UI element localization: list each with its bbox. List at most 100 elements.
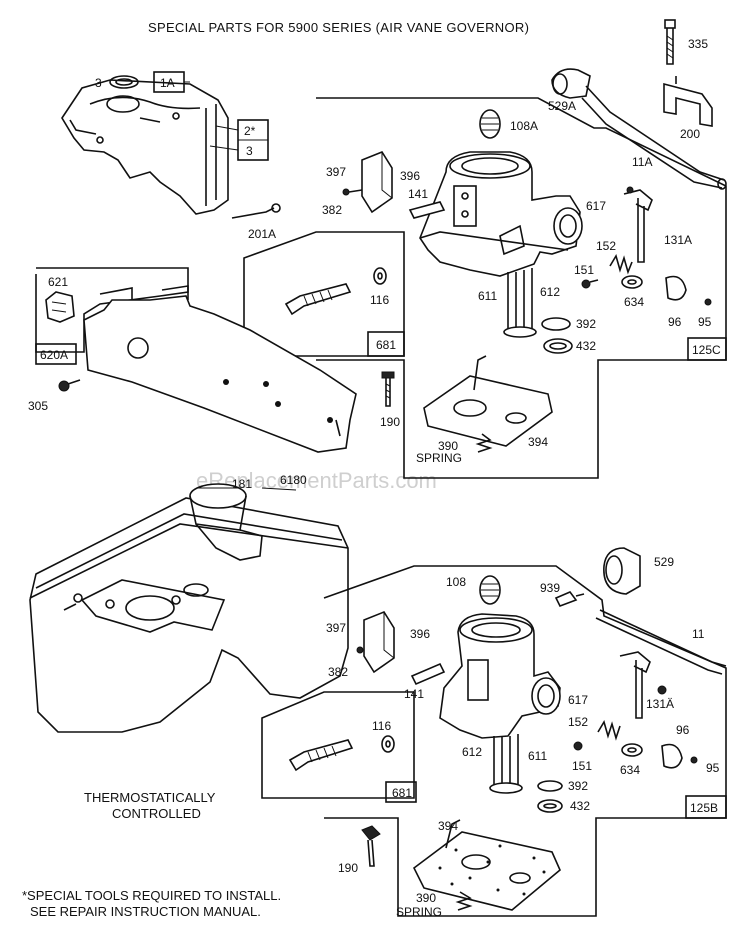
- callout-95-top: 95: [698, 315, 712, 329]
- carburetor-top-assembly: [419, 151, 583, 277]
- callout-152-bottom: 152: [568, 715, 588, 729]
- callout-201a: 201A: [248, 227, 276, 241]
- callout-125c: 125C: [692, 343, 721, 357]
- fuel-filler-181: [189, 483, 263, 561]
- callout-200: 200: [680, 127, 700, 141]
- assembly-681-boundary-bottom: [261, 691, 415, 799]
- callout-681-bottom: 681: [392, 786, 412, 800]
- elbow-part-529a: [551, 68, 591, 99]
- tube-part-11: [595, 609, 727, 675]
- callout-390-top: 390: [438, 439, 458, 453]
- screw-190-top: [381, 371, 395, 407]
- screw-95-bottom: [690, 756, 698, 764]
- callout-396-bottom: 396: [410, 627, 430, 641]
- assembly-620a-boundary: [35, 267, 189, 353]
- callout-335: 335: [688, 37, 708, 51]
- callout-612-top: 612: [540, 285, 560, 299]
- plate-96-top: [665, 275, 687, 301]
- callout-397-top: 397: [326, 165, 346, 179]
- choke-plate-108a: [479, 109, 501, 139]
- seals-392-432-bottom: [537, 780, 563, 813]
- note-repair-manual: SEE REPAIR INSTRUCTION MANUAL.: [30, 904, 261, 919]
- callout-394-top: 394: [528, 435, 548, 449]
- spring-390-top: [475, 433, 493, 453]
- callout-396-top: 396: [400, 169, 420, 183]
- callout-190-top: 190: [380, 415, 400, 429]
- callout-390-bottom: 390: [416, 891, 436, 905]
- callout-116-top: 116: [370, 293, 389, 307]
- callout-392-top: 392: [576, 317, 596, 331]
- callout-1a: 1A: [160, 76, 175, 90]
- seals-392-432-top: [541, 317, 573, 354]
- governor-link-621: [45, 291, 75, 323]
- pipes-611-612-top: [503, 268, 537, 338]
- callout-3-box: 3: [246, 144, 253, 158]
- screw-95-top: [704, 298, 712, 306]
- callout-432-bottom: 432: [570, 799, 590, 813]
- callout-181: 181: [232, 477, 252, 491]
- callout-529: 529: [654, 555, 674, 569]
- callout-397-bottom: 397: [326, 621, 346, 635]
- callout-125b: 125B: [690, 801, 718, 815]
- gasket-394-top: [423, 355, 553, 447]
- callout-box-681-top: [367, 331, 405, 357]
- callout-392-bottom: 392: [568, 779, 588, 793]
- needle-valve-681-bottom: [288, 739, 354, 772]
- label-spring-bottom: SPRING: [396, 905, 442, 919]
- label-spring-top: SPRING: [416, 451, 462, 465]
- plate-96-bottom: [661, 743, 683, 769]
- callout-939: 939: [540, 581, 560, 595]
- seal-part-3: [109, 75, 139, 89]
- callout-611-bottom: 611: [528, 749, 547, 763]
- gasket-394-bottom: [412, 819, 561, 911]
- carburetor-body-housing: [61, 79, 229, 215]
- screw-part-335: [664, 19, 676, 65]
- carburetor-bottom-assembly: [439, 613, 561, 739]
- callout-394-bottom: 394: [438, 819, 458, 833]
- screw-382-top: [342, 188, 363, 196]
- callout-box-681-bottom: [385, 781, 417, 803]
- callout-box-125b: [685, 795, 727, 819]
- needle-valve-681-top: [284, 283, 352, 316]
- pipes-611-612-bottom: [489, 734, 523, 794]
- primer-bulb-397-bottom: [363, 611, 395, 674]
- pin-141-top: [408, 201, 446, 219]
- screw-151-bottom: [573, 741, 583, 751]
- washer-116-top: [373, 267, 387, 285]
- callout-11: 11: [692, 627, 705, 641]
- callout-95-bottom: 95: [706, 761, 720, 775]
- callout-151-top: 151: [574, 263, 594, 277]
- note-thermostatically: THERMOSTATICALLY: [84, 790, 216, 805]
- washer-116-bottom: [381, 735, 395, 753]
- callout-634-bottom: 634: [620, 763, 640, 777]
- callout-6180: 6180: [280, 473, 307, 487]
- callout-151-bottom: 151: [572, 759, 592, 773]
- callout-131a: 131A: [664, 233, 692, 247]
- note-controlled: CONTROLLED: [112, 806, 201, 821]
- throttle-shaft-131a: [623, 186, 653, 263]
- callout-382-top: 382: [322, 203, 342, 217]
- spring-390-bottom: [455, 891, 473, 911]
- callout-152-top: 152: [596, 239, 616, 253]
- spring-152-bottom: [597, 720, 621, 741]
- callout-141-top: 141: [408, 187, 428, 201]
- callout-612-bottom: 612: [462, 745, 482, 759]
- elbow-part-529: [603, 547, 641, 595]
- callout-108a: 108A: [510, 119, 538, 133]
- choke-plate-108: [479, 575, 501, 605]
- screw-151-top: [581, 279, 599, 289]
- washer-634-top: [621, 275, 643, 289]
- pin-141-bottom: [410, 662, 446, 686]
- callout-529a: 529A: [548, 99, 576, 113]
- callout-190-bottom: 190: [338, 861, 358, 875]
- callout-611-top: 611: [478, 289, 497, 303]
- fuel-tank-6180: [29, 497, 349, 733]
- callout-116-bottom: 116: [372, 719, 391, 733]
- callout-108: 108: [446, 575, 466, 589]
- governor-bracket-620a: [83, 285, 357, 453]
- tube-part-11a: [581, 85, 727, 190]
- callout-2-star: 2*: [244, 124, 256, 138]
- spring-152-top: [609, 254, 633, 275]
